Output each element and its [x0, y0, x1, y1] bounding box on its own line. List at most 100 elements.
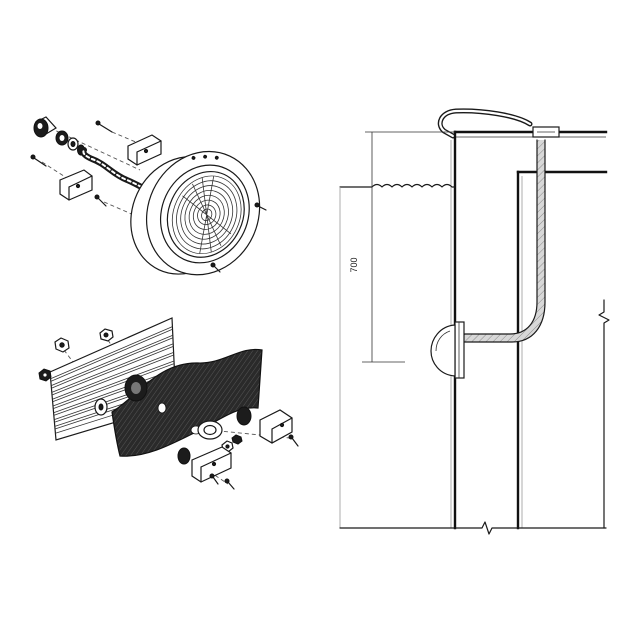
rubber-gasket: [177, 447, 191, 465]
bracket-plate: [59, 169, 93, 201]
flange-inner: [203, 424, 217, 436]
supply-cable: [437, 108, 533, 139]
lens-ring: [180, 185, 234, 245]
rubber-gasket: [236, 406, 252, 426]
screw: [254, 202, 267, 211]
junction-fitting: [532, 126, 560, 138]
lens-ring: [188, 194, 225, 235]
rim-hole: [214, 155, 219, 160]
light-dome-highlight: [435, 330, 451, 352]
screw-shank: [97, 197, 107, 207]
bracket-hole: [143, 148, 149, 154]
screw-shank: [213, 265, 221, 273]
washer: [94, 398, 108, 416]
conduit-outline: [463, 139, 538, 335]
screw: [224, 478, 235, 490]
ring-inner: [131, 382, 141, 394]
screw: [95, 120, 113, 133]
screw: [94, 194, 107, 207]
grille-slat: [51, 343, 174, 393]
lens-grid: [182, 176, 232, 254]
hex-nut: [99, 328, 114, 342]
flange-outer: [197, 420, 223, 440]
lens-ring: [171, 175, 242, 255]
grille-slat: [50, 326, 173, 380]
dimension-label: 700: [349, 257, 359, 272]
grille-slat: [53, 363, 175, 409]
cap-highlight: [37, 123, 43, 129]
nut-hole: [43, 373, 47, 377]
grille-slat: [52, 360, 175, 407]
screw-head: [210, 262, 216, 268]
nut-hole: [59, 135, 65, 141]
screw: [210, 262, 221, 273]
screw: [30, 154, 47, 167]
grille-slat: [50, 328, 173, 382]
water-waves: [371, 183, 456, 188]
screw-head: [209, 473, 215, 479]
screw-shank: [227, 481, 235, 490]
light-fixture-exploded-view: [30, 116, 267, 276]
depth-dimension: 700: [349, 131, 455, 363]
leader-line: [103, 201, 151, 223]
bracket-fold: [136, 140, 162, 166]
gland-washer: [67, 137, 79, 151]
screw-head: [224, 478, 230, 484]
grille-slat: [52, 352, 174, 400]
hex-nut: [38, 368, 52, 382]
screw-head: [95, 120, 101, 126]
lens-ring: [201, 208, 213, 222]
grille-slat: [51, 346, 174, 396]
light-lens-dome: [430, 324, 456, 377]
water-surface: [339, 183, 456, 188]
liner-hole: [157, 402, 167, 414]
light-flange: [454, 321, 465, 379]
rim-hole: [191, 156, 196, 160]
light-lens-edge: [166, 170, 245, 258]
grille-slat: [51, 334, 173, 386]
pool-cross-section: 700: [339, 108, 610, 535]
cable-core: [439, 109, 532, 138]
bracket-hole: [279, 422, 285, 428]
section-floor-line: [339, 521, 607, 535]
cable-gland-cap: [33, 116, 57, 138]
screw-shank: [98, 123, 113, 133]
hex-nut: [231, 434, 243, 445]
washer-hole: [70, 141, 76, 147]
liner-mount-exploded-view: [38, 317, 299, 490]
mounting-bracket: [191, 446, 232, 483]
light-body: [130, 150, 261, 276]
screw-shank: [33, 157, 47, 167]
nut-hole: [225, 444, 230, 449]
grille-slat: [51, 337, 174, 389]
nut-hole: [59, 342, 65, 348]
screw-shank: [257, 205, 267, 211]
light-inner-rim: [159, 164, 250, 264]
section-right-boundary: [598, 299, 610, 529]
bracket-hole: [75, 183, 81, 189]
conduit-braid: [464, 140, 545, 342]
grille-slat: [53, 369, 175, 414]
cable-conduit: [463, 139, 546, 343]
mounting-bracket: [259, 409, 293, 444]
mounting-bracket: [127, 134, 162, 166]
screw: [209, 473, 219, 485]
lens-ring: [176, 180, 238, 250]
nut-body: [231, 434, 243, 445]
washer-hole: [98, 403, 104, 411]
screw-head: [254, 202, 260, 208]
lens-ring: [192, 199, 221, 230]
pool-liner-sheet: [111, 348, 263, 457]
bracket-plate: [191, 446, 232, 483]
screw-head: [94, 194, 100, 200]
screw: [288, 434, 299, 447]
screw-head: [288, 434, 294, 440]
bracket-hole: [211, 461, 217, 467]
nut-hole: [103, 332, 109, 338]
bracket-fold: [200, 452, 232, 483]
pool-light-dome: [430, 321, 465, 379]
rim-hole: [203, 154, 208, 159]
sealing-ring: [124, 374, 148, 402]
screw-shank: [212, 476, 219, 485]
screw-head: [30, 154, 36, 160]
